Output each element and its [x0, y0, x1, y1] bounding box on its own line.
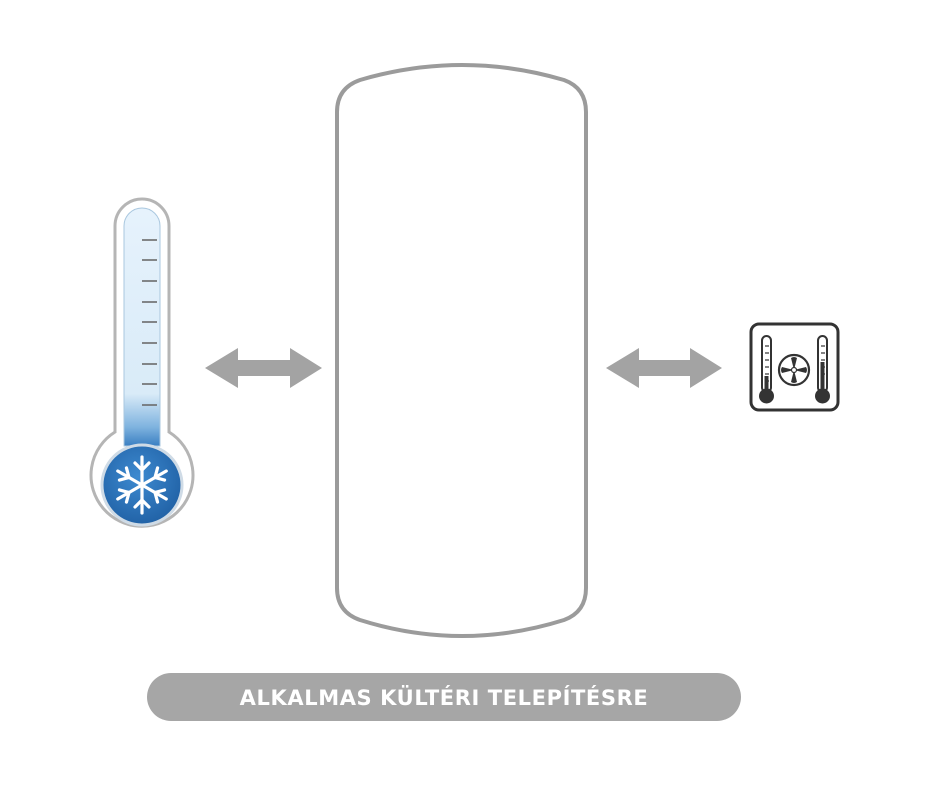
cold-thermometer-snowflake-icon: [89, 197, 195, 528]
banner-text: ALKALMAS KÜLTÉRI TELEPÍTÉSRE: [240, 685, 649, 710]
fan-icon: [777, 353, 811, 387]
tank-outline: [335, 63, 588, 638]
right-double-arrow-icon: [606, 348, 722, 388]
left-double-arrow-icon: [205, 348, 322, 388]
outdoor-installation-banner: ALKALMAS KÜLTÉRI TELEPÍTÉSRE: [147, 673, 741, 721]
snowflake-icon: [116, 455, 168, 515]
heat-pump-unit-icon: [749, 322, 840, 412]
